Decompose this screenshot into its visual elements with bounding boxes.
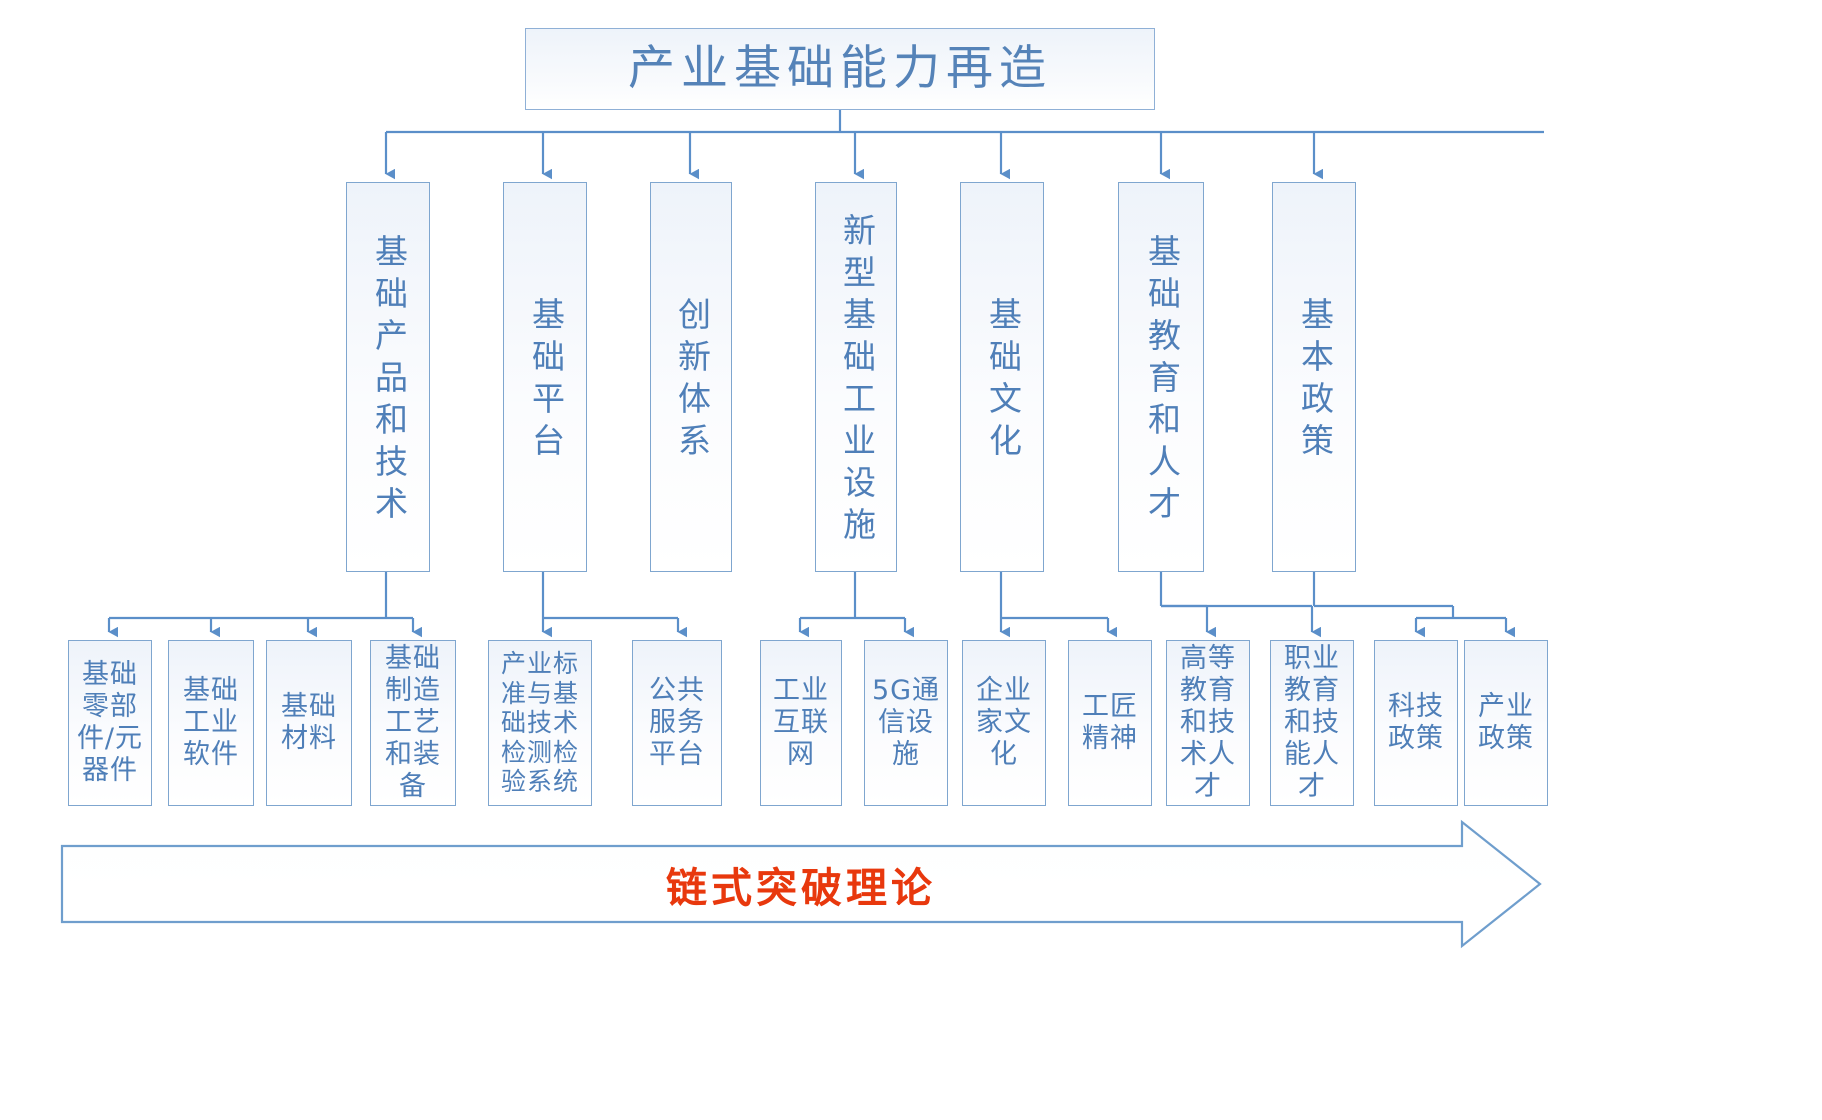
leaf-label-8: 5G通信设施 xyxy=(871,675,941,770)
pillar-label-3: 创新体系 xyxy=(672,297,712,465)
leaf-label-3: 基础材料 xyxy=(281,691,337,754)
pillar-label-7: 基本政策 xyxy=(1295,297,1335,465)
diagram-title: 产业基础能力再造 xyxy=(525,28,1155,110)
leaf-box-1[interactable]: 基础零部件/元器件 xyxy=(68,640,152,806)
pillar-label-4: 新型基础工业设施 xyxy=(837,213,877,549)
pillar-box-3[interactable]: 创新体系 xyxy=(650,182,732,572)
pillar-box-2[interactable]: 基础平台 xyxy=(503,182,587,572)
pillar-box-6[interactable]: 基础教育和人才 xyxy=(1118,182,1204,572)
pillar-box-5[interactable]: 基础文化 xyxy=(960,182,1044,572)
pillar-label-2: 基础平台 xyxy=(526,297,566,465)
leaf-label-13: 科技政策 xyxy=(1388,691,1444,754)
leaf-box-5[interactable]: 产业标准与基础技术检测检验系统 xyxy=(488,640,592,806)
pillar-box-7[interactable]: 基本政策 xyxy=(1272,182,1356,572)
leaf-label-5: 产业标准与基础技术检测检验系统 xyxy=(500,649,579,797)
banner-label-wrap: 链式突破理论 xyxy=(62,838,1540,930)
pillar-box-1[interactable]: 基础产品和技术 xyxy=(346,182,430,572)
leaf-label-7: 工业互联网 xyxy=(773,675,829,770)
leaf-box-12[interactable]: 职业教育和技能人才 xyxy=(1270,640,1354,806)
leaf-box-7[interactable]: 工业互联网 xyxy=(760,640,842,806)
leaf-label-14: 产业政策 xyxy=(1478,691,1534,754)
leaf-label-2: 基础工业软件 xyxy=(183,675,239,770)
banner-label: 链式突破理论 xyxy=(666,864,936,912)
leaf-box-14[interactable]: 产业政策 xyxy=(1464,640,1548,806)
diagram-title-label: 产业基础能力再造 xyxy=(628,41,1052,97)
leaf-box-4[interactable]: 基础制造工艺和装备 xyxy=(370,640,456,806)
leaf-label-12: 职业教育和技能人才 xyxy=(1284,643,1340,802)
leaf-label-6: 公共服务平台 xyxy=(649,675,705,770)
leaf-box-11[interactable]: 高等教育和技术人才 xyxy=(1166,640,1250,806)
pillar-box-4[interactable]: 新型基础工业设施 xyxy=(815,182,897,572)
pillar-label-6: 基础教育和人才 xyxy=(1142,234,1182,528)
leaf-label-10: 工匠精神 xyxy=(1082,691,1138,754)
leaf-box-10[interactable]: 工匠精神 xyxy=(1068,640,1152,806)
leaf-label-4: 基础制造工艺和装备 xyxy=(385,643,441,802)
leaf-box-13[interactable]: 科技政策 xyxy=(1374,640,1458,806)
leaf-box-9[interactable]: 企业家文化 xyxy=(962,640,1046,806)
leaf-box-2[interactable]: 基础工业软件 xyxy=(168,640,254,806)
leaf-box-6[interactable]: 公共服务平台 xyxy=(632,640,722,806)
banner-arrow-shape xyxy=(60,819,1542,949)
pillar-label-1: 基础产品和技术 xyxy=(369,234,409,528)
leaf-label-9: 企业家文化 xyxy=(976,675,1032,770)
leaf-box-3[interactable]: 基础材料 xyxy=(266,640,352,806)
leaf-label-1: 基础零部件/元器件 xyxy=(76,659,144,786)
leaf-box-8[interactable]: 5G通信设施 xyxy=(864,640,948,806)
leaf-label-11: 高等教育和技术人才 xyxy=(1180,643,1236,802)
pillar-label-5: 基础文化 xyxy=(983,297,1023,465)
